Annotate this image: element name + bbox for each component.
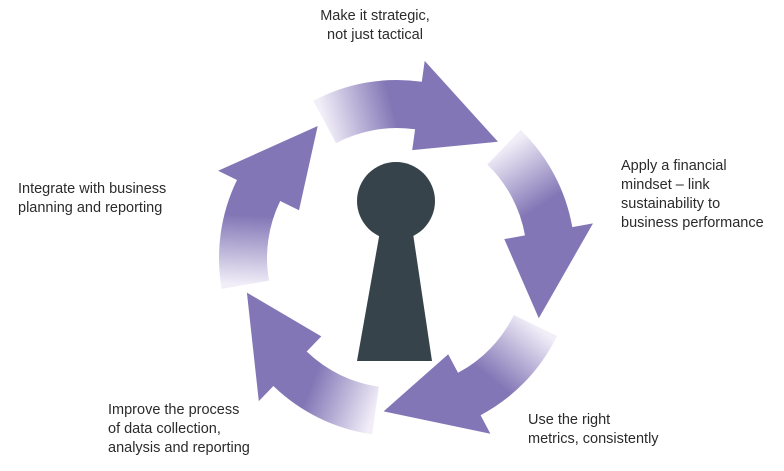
cycle-arrow-financial — [487, 130, 593, 319]
step-label-financial-mindset: Apply a financial mindset – link sustain… — [621, 158, 764, 231]
cycle-arrow-process — [246, 292, 379, 435]
step-label-improve-process: Improve the process of data collection, … — [108, 402, 250, 456]
step-label-integrate: Integrate with business planning and rep… — [18, 181, 167, 216]
cycle-arrow-strategic — [313, 60, 498, 151]
keyhole-icon — [357, 162, 435, 361]
cycle-arrow-metrics — [383, 315, 557, 434]
cycle-arrow-integrate — [218, 126, 318, 289]
step-label-strategic: Make it strategic, not just tactical — [320, 8, 430, 43]
step-label-right-metrics: Use the right metrics, consistently — [528, 412, 659, 447]
